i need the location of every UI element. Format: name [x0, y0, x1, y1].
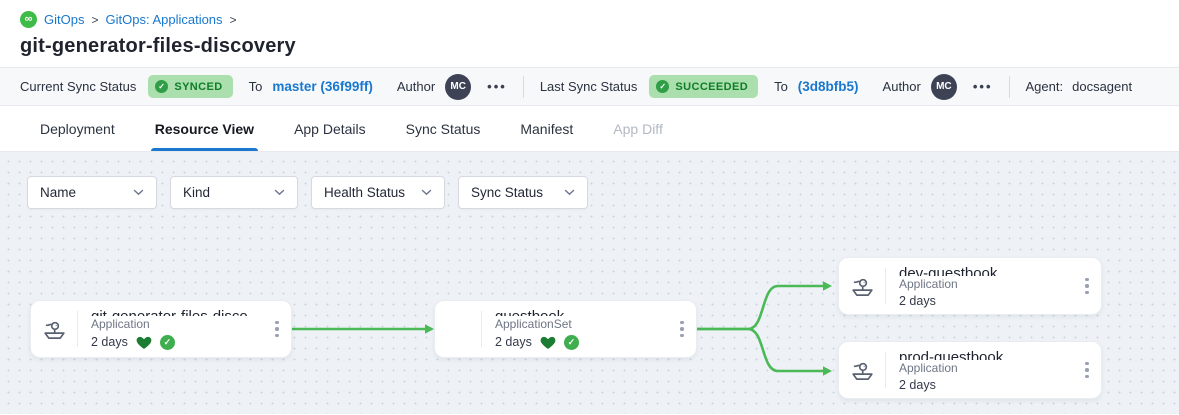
- sync-check-icon: ✓: [563, 334, 579, 350]
- filter-name-dropdown[interactable]: Name: [27, 176, 157, 209]
- filter-sync-status-dropdown[interactable]: Sync Status: [458, 176, 588, 209]
- filter-health-status-dropdown[interactable]: Health Status: [311, 176, 445, 209]
- gitops-logo-icon: ∞: [20, 11, 37, 28]
- chevron-down-icon: [421, 189, 432, 196]
- divider: [1008, 75, 1010, 98]
- graph-node-git-generator-files-discovery[interactable]: git-generator-files-disco... Application…: [30, 300, 292, 358]
- filter-label: Name: [40, 185, 77, 200]
- graph-node-dev-guestbook[interactable]: dev-guestbook Application 2 days: [838, 257, 1102, 315]
- chevron-down-icon: [133, 189, 144, 196]
- synced-status-badge: ✓ SYNCED: [148, 75, 233, 98]
- filter-label: Health Status: [324, 185, 406, 200]
- tab-app-details[interactable]: App Details: [294, 120, 366, 137]
- sync-check-icon: ✓: [159, 334, 175, 350]
- agent-value: docsagent: [1072, 79, 1133, 94]
- filter-label: Kind: [183, 185, 211, 200]
- resource-graph: Name Kind Health Status Sync Status: [0, 152, 1179, 414]
- divider: [481, 311, 482, 347]
- divider: [885, 268, 886, 304]
- breadcrumb-separator: >: [91, 12, 99, 27]
- filter-label: Sync Status: [471, 185, 544, 200]
- current-revision-link[interactable]: master (36f99ff): [272, 79, 373, 94]
- health-heart-icon: [540, 336, 556, 349]
- graph-node-guestbook[interactable]: guestbook ApplicationSet 2 days ✓: [434, 300, 697, 358]
- breadcrumb-link-applications[interactable]: GitOps: Applications: [105, 12, 223, 27]
- node-menu-button[interactable]: [1073, 258, 1101, 314]
- node-title: git-generator-files-disco...: [91, 308, 259, 316]
- node-kind: Application: [899, 361, 958, 376]
- last-sync-status-label: Last Sync Status: [539, 79, 638, 94]
- to-label: To: [248, 79, 263, 94]
- more-options-icon[interactable]: •••: [487, 79, 507, 94]
- node-title: prod-guestbook: [899, 349, 1004, 361]
- filter-kind-dropdown[interactable]: Kind: [170, 176, 298, 209]
- divider: [522, 75, 524, 98]
- tab-sync-status[interactable]: Sync Status: [405, 120, 481, 137]
- tab-manifest[interactable]: Manifest: [520, 120, 574, 137]
- node-menu-button[interactable]: [263, 301, 291, 357]
- breadcrumb: ∞ GitOps > GitOps: Applications >: [20, 11, 1159, 28]
- last-revision-link[interactable]: (3d8bfb5): [797, 79, 859, 94]
- node-age: 2 days: [495, 334, 532, 349]
- author-label: Author: [396, 79, 436, 94]
- succeeded-badge-label: SUCCEEDED: [675, 80, 749, 93]
- chevron-down-icon: [564, 189, 575, 196]
- argo-application-icon: [31, 301, 77, 357]
- node-title: guestbook: [495, 308, 664, 316]
- breadcrumb-separator: >: [229, 12, 237, 27]
- check-circle-icon: ✓: [656, 80, 670, 93]
- chevron-down-icon: [274, 189, 285, 196]
- synced-badge-label: SYNCED: [174, 80, 223, 93]
- agent-label: Agent:: [1025, 79, 1064, 94]
- tab-resource-view[interactable]: Resource View: [135, 106, 274, 151]
- author-avatar: MC: [445, 73, 472, 100]
- page-title: git-generator-files-discovery: [20, 35, 296, 57]
- author-avatar: MC: [930, 73, 957, 100]
- filter-bar: Name Kind Health Status Sync Status: [27, 176, 588, 209]
- node-title: dev-guestbook: [899, 265, 998, 277]
- tab-bar: Deployment Resource View App Details Syn…: [0, 106, 1179, 152]
- node-menu-button[interactable]: [1073, 342, 1101, 398]
- node-age: 2 days: [899, 377, 936, 392]
- node-menu-button[interactable]: [668, 301, 696, 357]
- divider: [77, 311, 78, 347]
- tab-deployment[interactable]: Deployment: [40, 120, 115, 137]
- to-label: To: [774, 79, 788, 94]
- tab-app-diff: App Diff: [613, 120, 663, 137]
- breadcrumb-link-gitops[interactable]: GitOps: [44, 12, 85, 27]
- more-options-icon[interactable]: •••: [972, 79, 993, 94]
- status-bar: Current Sync Status ✓ SYNCED To master (…: [0, 67, 1179, 106]
- succeeded-status-badge: ✓ SUCCEEDED: [649, 75, 759, 98]
- health-heart-icon: [136, 336, 152, 349]
- author-label: Author: [882, 79, 921, 94]
- check-circle-icon: ✓: [155, 80, 169, 93]
- current-sync-status-label: Current Sync Status: [20, 79, 137, 94]
- node-kind: ApplicationSet: [495, 316, 572, 331]
- page-header: ∞ GitOps > GitOps: Applications > git-ge…: [0, 0, 1179, 67]
- divider: [885, 352, 886, 388]
- node-kind: Application: [91, 316, 150, 331]
- node-age: 2 days: [91, 334, 128, 349]
- argo-application-icon: [839, 258, 885, 314]
- node-icon-placeholder: [435, 301, 481, 357]
- argo-application-icon: [839, 342, 885, 398]
- node-age: 2 days: [899, 293, 936, 308]
- node-kind: Application: [899, 277, 958, 292]
- graph-node-prod-guestbook[interactable]: prod-guestbook Application 2 days: [838, 341, 1102, 399]
